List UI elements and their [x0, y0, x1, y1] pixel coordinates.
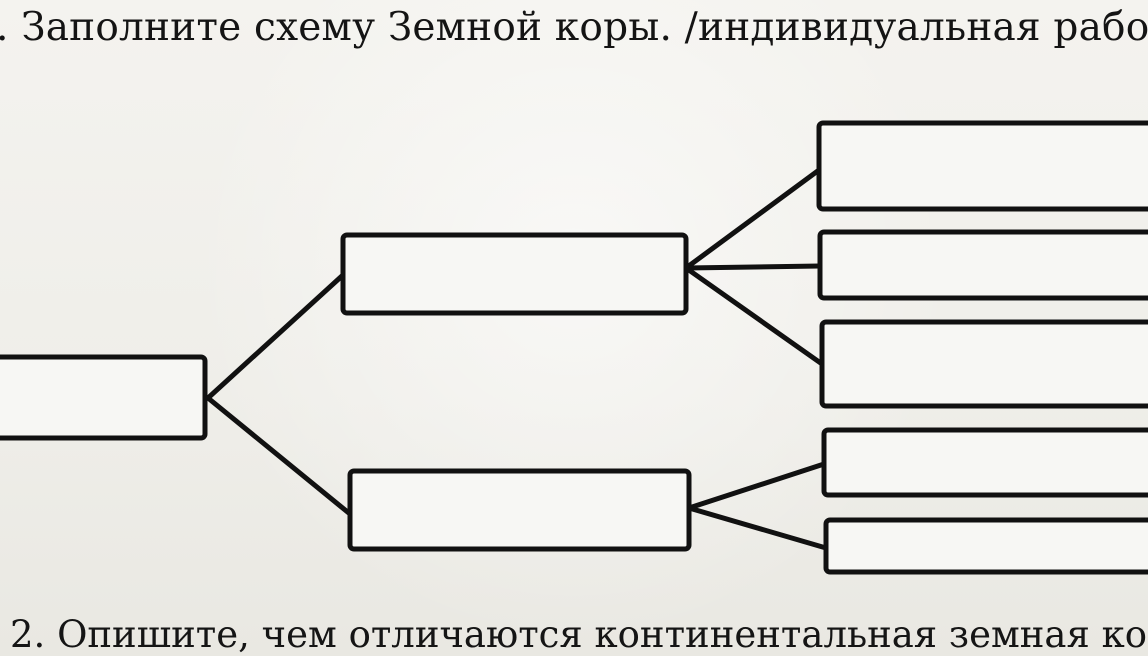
- connector-lower-to-leaf-5: [686, 505, 829, 551]
- upper-branch-answer-box[interactable]: [340, 232, 689, 316]
- leaf-answer-box-3[interactable]: [819, 319, 1148, 409]
- scheme-connectors: [205, 167, 829, 551]
- leaf-answer-box-1[interactable]: [816, 120, 1148, 212]
- leaf-answer-box-2[interactable]: [817, 229, 1148, 301]
- lower-branch-answer-box[interactable]: [347, 468, 692, 552]
- connector-upper-to-leaf-3: [683, 265, 825, 367]
- next-task-text: 2. Опишите, чем отличаются континентальн…: [10, 613, 1148, 656]
- root-answer-box[interactable]: [0, 354, 208, 441]
- task-title: . Заполните схему Земной коры. /индивиду…: [0, 5, 1148, 50]
- connector-root-to-upper-branch: [205, 272, 346, 401]
- connector-upper-to-leaf-1: [683, 167, 822, 271]
- leaf-answer-box-4[interactable]: [821, 427, 1148, 498]
- connector-upper-to-leaf-2: [683, 263, 823, 271]
- connector-lower-to-leaf-4: [686, 461, 827, 511]
- leaf-answer-box-5[interactable]: [823, 517, 1148, 575]
- connector-root-to-lower-branch: [205, 395, 353, 517]
